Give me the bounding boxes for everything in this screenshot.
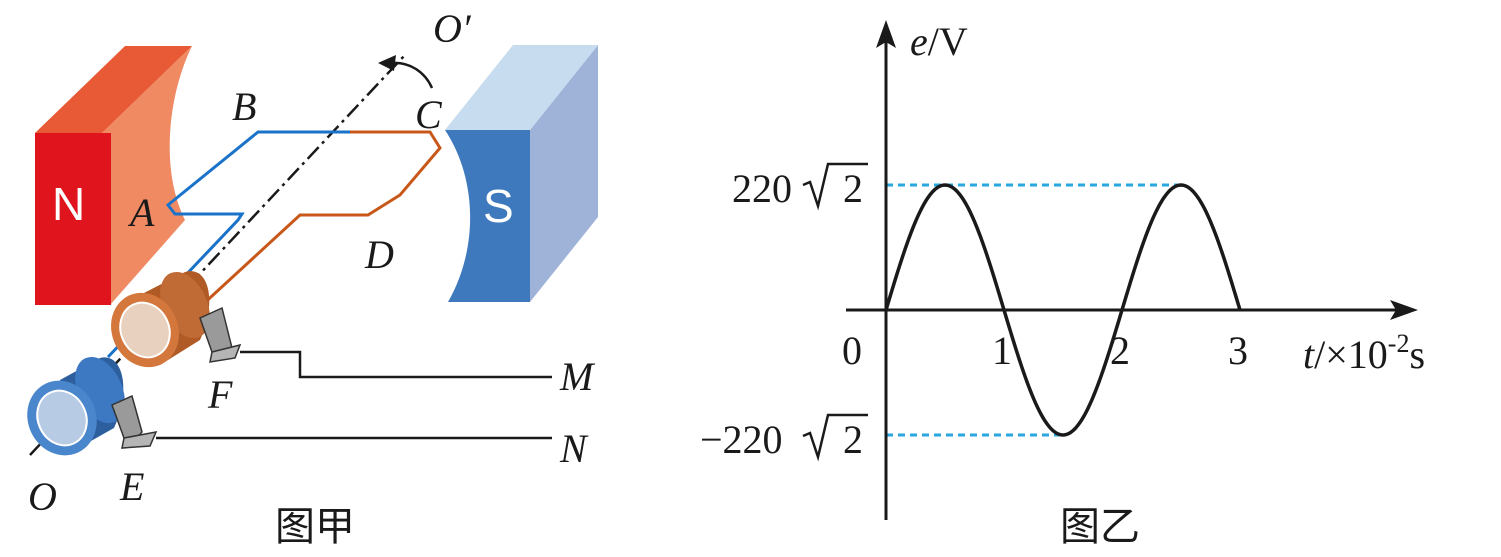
x-tick-label-2: 2 (1110, 328, 1130, 373)
caption-figure-a: 图甲 (275, 504, 355, 550)
label-point-d: D (364, 232, 394, 277)
north-magnet-top (35, 46, 192, 133)
x-axis-arrowhead (1390, 300, 1418, 320)
y-tick-label-negative: −220 2 (700, 413, 868, 462)
wire-f-to-m (240, 350, 552, 379)
svg-text:2: 2 (843, 417, 863, 462)
slip-ring-orange (111, 271, 210, 368)
x-axis-label: t/×10-2s (1303, 329, 1425, 377)
caption-figure-b: 图乙 (1060, 504, 1140, 550)
label-point-e: E (119, 464, 144, 509)
svg-text:2: 2 (843, 166, 863, 211)
y-axis-label: e/V (910, 19, 968, 64)
svg-text:220: 220 (732, 166, 792, 211)
north-magnet-pole-face (90, 46, 192, 305)
coil-side-orange (148, 130, 442, 355)
label-point-o: O (28, 474, 57, 519)
y-tick-label-positive: 220 2 (732, 162, 868, 211)
label-point-m: M (559, 354, 596, 399)
label-point-f: F (207, 372, 233, 417)
svg-text:−220: −220 (700, 417, 783, 462)
rotation-direction-arrow (391, 61, 434, 89)
origin-label: 0 (842, 328, 862, 373)
south-pole-label: S (483, 180, 514, 232)
south-magnet-front (445, 130, 530, 302)
emf-sine-curve (884, 183, 1242, 437)
emf-time-graph: e/V t/×10-2s 0 1 2 3 220 2 −220 2 图乙 (700, 19, 1425, 550)
south-magnet: S (445, 45, 598, 302)
slip-ring-blue (27, 356, 125, 456)
generator-diagram: N S (27, 6, 598, 550)
label-point-a: A (127, 190, 155, 235)
y-axis-arrowhead (876, 20, 896, 48)
x-tick-label-3: 3 (1228, 328, 1248, 373)
rotation-arrowhead (378, 55, 396, 71)
south-magnet-side (530, 45, 598, 302)
label-point-b: B (232, 84, 256, 129)
label-point-n: N (559, 426, 589, 471)
coil-side-blue (106, 130, 350, 359)
x-tick-label-1: 1 (992, 328, 1012, 373)
north-pole-label: N (52, 178, 85, 230)
south-magnet-top (445, 45, 598, 130)
north-magnet-front (35, 133, 111, 305)
label-point-o-prime: O′ (433, 6, 472, 51)
north-magnet: N (35, 46, 192, 305)
brush-e-foot (121, 431, 158, 449)
brush-f-foot (209, 343, 242, 363)
label-point-c: C (415, 92, 443, 137)
